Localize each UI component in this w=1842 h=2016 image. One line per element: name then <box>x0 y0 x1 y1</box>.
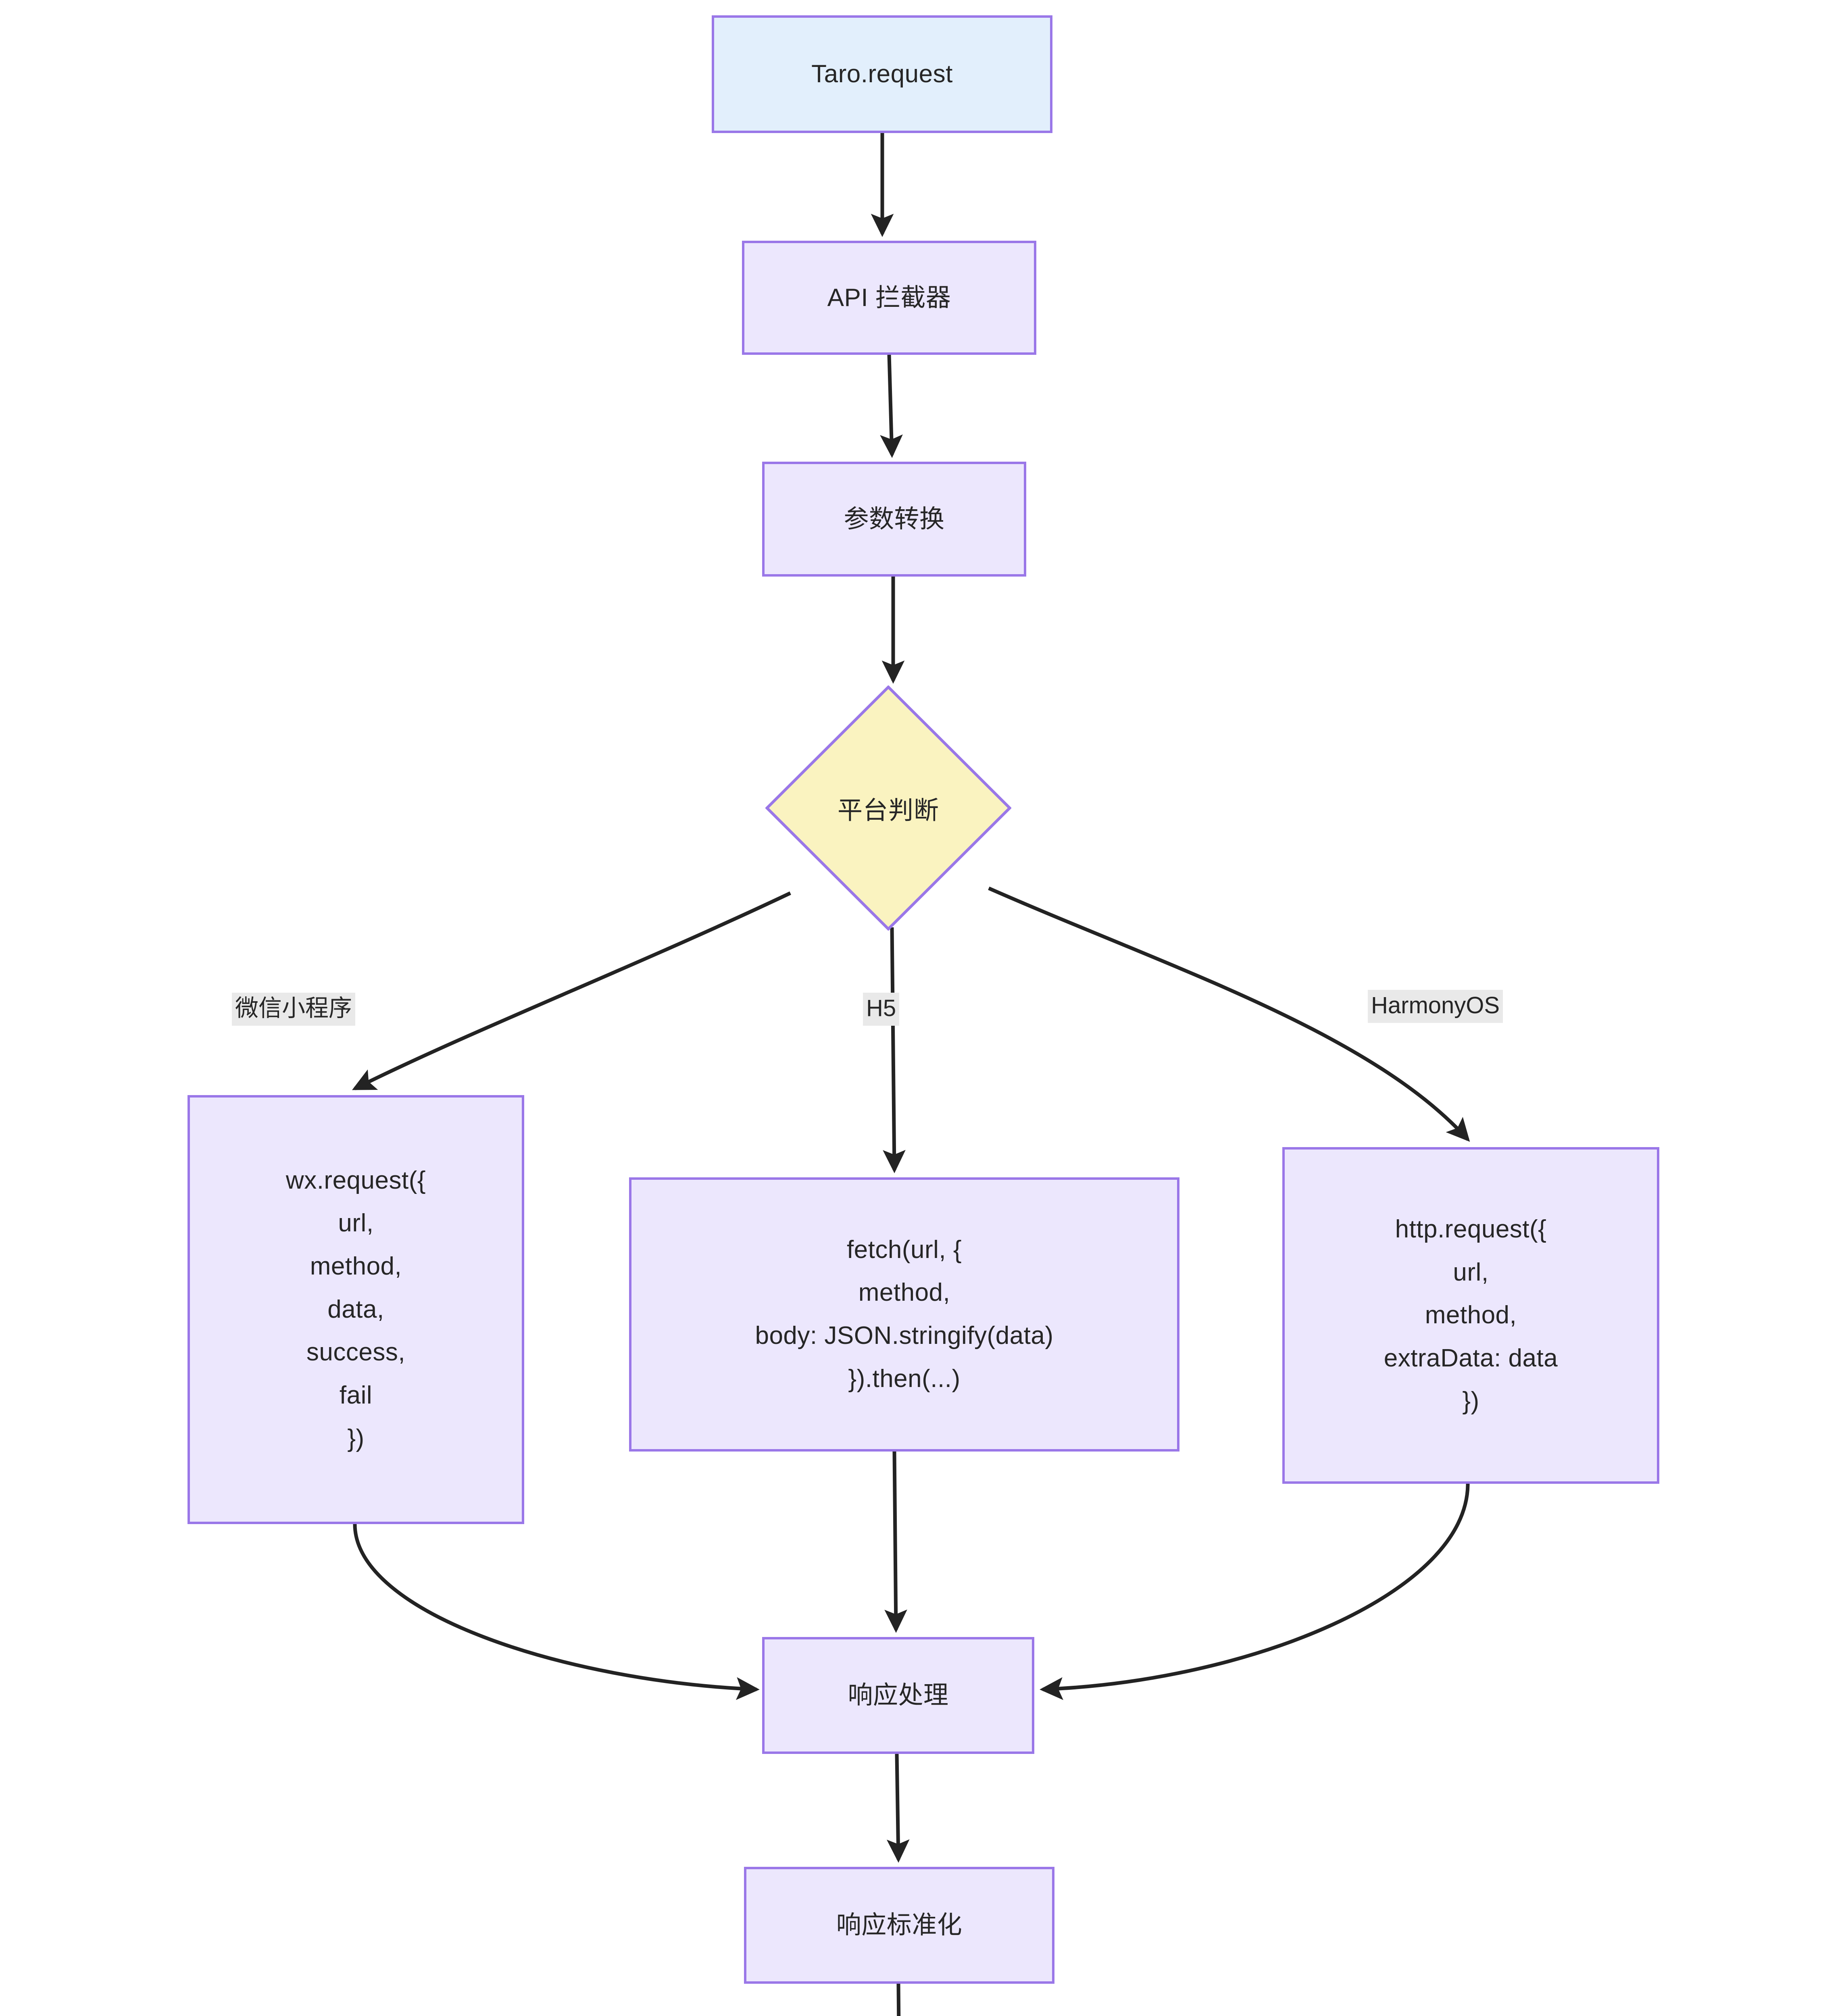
h5-code-line: fetch(url, { <box>846 1235 962 1264</box>
weapp-code-line: fail <box>339 1381 373 1409</box>
edge-label-h5-text: H5 <box>866 995 896 1021</box>
harmony-code-line: method, <box>1425 1301 1517 1329</box>
edge-label-h5: H5 <box>863 993 900 1026</box>
weapp-code-line: wx.request({ <box>285 1166 426 1194</box>
node-param-transform[interactable]: 参数转换 <box>762 462 1026 577</box>
diamond-shape <box>765 685 1011 931</box>
h5-code-line: body: JSON.stringify(data) <box>755 1322 1054 1350</box>
node-platform-decision[interactable]: 平台判断 <box>765 685 1011 931</box>
h5-code-line: }).then(...) <box>848 1364 961 1393</box>
edge-label-harmony-text: HarmonyOS <box>1371 992 1500 1018</box>
edge-weapp-to-response <box>353 1524 760 1700</box>
node-weapp-request[interactable]: wx.request({ url, method, data, success,… <box>188 1095 524 1524</box>
node-taro-request[interactable]: Taro.request <box>712 15 1052 133</box>
h5-code-line: method, <box>858 1279 950 1307</box>
node-response-normalize[interactable]: 响应标准化 <box>744 1867 1054 1984</box>
weapp-code-line: url, <box>338 1209 374 1237</box>
edge-normalize-to-finish <box>896 1983 901 2016</box>
node-api-interceptor-label: API 拦截器 <box>827 283 951 312</box>
edge-interceptor-to-param <box>880 354 903 458</box>
edge-label-weapp: 微信小程序 <box>232 993 356 1026</box>
h5-code-block: fetch(url, { method, body: JSON.stringif… <box>631 1229 1177 1401</box>
weapp-code-line: success, <box>306 1338 406 1366</box>
edge-decision-to-h5 <box>883 927 906 1173</box>
edge-response-to-normalize <box>886 1754 910 1863</box>
node-response-handle[interactable]: 响应处理 <box>762 1637 1034 1754</box>
harmony-code-line: }) <box>1462 1387 1479 1415</box>
node-taro-request-label: Taro.request <box>811 60 953 88</box>
edge-harmony-to-response <box>1040 1483 1470 1700</box>
edge-decision-to-harmony <box>988 886 1470 1142</box>
weapp-code-block: wx.request({ url, method, data, success,… <box>190 1159 522 1460</box>
node-response-normalize-label: 响应标准化 <box>836 1911 963 1939</box>
node-h5-fetch[interactable]: fetch(url, { method, body: JSON.stringif… <box>629 1177 1179 1452</box>
harmony-code-line: url, <box>1453 1258 1489 1286</box>
harmony-code-block: http.request({ url, method, extraData: d… <box>1285 1208 1657 1423</box>
edge-label-weapp-text: 微信小程序 <box>235 995 352 1021</box>
harmony-code-line: extraData: data <box>1384 1344 1558 1372</box>
node-param-transform-label: 参数转换 <box>844 505 945 533</box>
node-api-interceptor[interactable]: API 拦截器 <box>742 241 1036 355</box>
node-response-handle-label: 响应处理 <box>848 1681 949 1709</box>
node-harmony-http-request[interactable]: http.request({ url, method, extraData: d… <box>1282 1147 1659 1484</box>
weapp-code-line: }) <box>347 1424 365 1452</box>
harmony-code-line: http.request({ <box>1395 1215 1547 1243</box>
edge-decision-to-weapp <box>352 891 791 1091</box>
node-platform-decision-label: 平台判断 <box>837 797 939 825</box>
weapp-code-line: data, <box>327 1295 384 1323</box>
edge-h5-to-response <box>884 1451 907 1633</box>
edge-label-harmony: HarmonyOS <box>1368 990 1503 1023</box>
weapp-code-line: method, <box>310 1252 402 1281</box>
